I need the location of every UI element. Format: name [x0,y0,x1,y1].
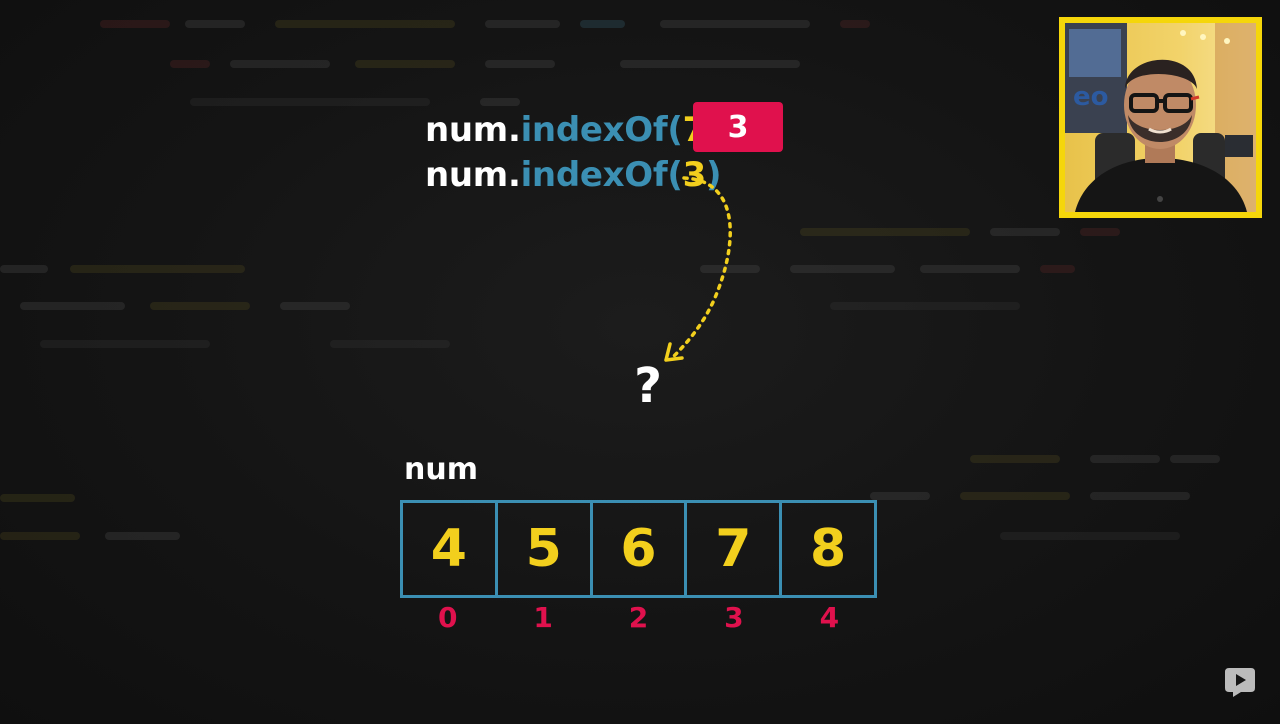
background-code-bar [480,98,520,106]
code-open-paren: ( [667,155,683,195]
svg-text:eo: eo [1073,82,1109,112]
background-code-bar [0,265,48,273]
video-player-logo-icon [1225,668,1255,697]
background-code-bar [1040,265,1075,273]
background-code-bar [70,265,245,273]
background-code-bar [230,60,330,68]
code-argument: 3 [682,155,707,195]
background-code-bar [280,302,350,310]
background-code-bar [960,492,1070,500]
background-code-bar [275,20,455,28]
background-code-bar [580,20,625,28]
background-code-bar [0,532,80,540]
background-code-bar [170,60,210,68]
array-cell: 6 [593,503,688,595]
presenter-webcam: eo [1059,17,1262,218]
background-code-bar [1000,532,1180,540]
background-code-bar [355,60,455,68]
background-code-bar [100,20,170,28]
array-cell: 7 [687,503,783,595]
background-code-bar [970,455,1060,463]
background-code-bar [800,228,970,236]
background-code-bar [920,265,1020,273]
background-code-bar [790,265,895,273]
background-code-bar [700,265,760,273]
code-line-1: num.indexOf(7) [425,110,722,150]
background-code-bar [620,60,800,68]
background-code-bar [830,302,1020,310]
array-cell: 8 [809,519,847,579]
array-name-label: num [404,452,478,487]
background-code-bar [660,20,810,28]
dotted-curved-arrow-icon [664,176,732,362]
code-open-paren: ( [667,110,683,150]
array-box: 4 5 6 7 8 [400,500,877,598]
background-code-bar [190,98,430,106]
background-code-bar [105,532,180,540]
presenter-image: eo [1065,23,1256,212]
array-index: 4 [819,601,840,634]
array-index: 3 [724,601,744,634]
array-cell: 5 [498,503,593,595]
background-code-bar [840,20,870,28]
array-index: 0 [437,601,458,634]
background-code-bar [40,340,210,348]
array-index: 2 [628,601,649,634]
code-object: num [425,155,508,195]
background-code-bar [150,302,250,310]
background-code-bar [20,302,125,310]
array-cell: 4 [403,503,498,595]
code-dot: . [507,110,521,150]
background-code-bar [0,494,75,502]
background-code-bar [1080,228,1120,236]
background-code-bar [1170,455,1220,463]
background-code-bar [1090,492,1190,500]
background-code-bar [870,492,930,500]
code-dot: . [507,155,521,195]
array-index-row: 0 1 2 3 4 [400,598,877,638]
background-code-bar [990,228,1060,236]
array-index: 1 [533,601,553,634]
code-line-2: num.indexOf(3) [425,155,722,195]
background-code-bar [185,20,245,28]
question-mark: ? [634,358,662,414]
code-method: indexOf [520,110,668,150]
background-code-bar [1090,455,1160,463]
background-code-bar [485,60,555,68]
code-object: num [425,110,508,150]
background-code-bar [485,20,560,28]
code-method: indexOf [520,155,668,195]
result-badge: 3 [693,102,783,152]
background-code-bar [330,340,450,348]
